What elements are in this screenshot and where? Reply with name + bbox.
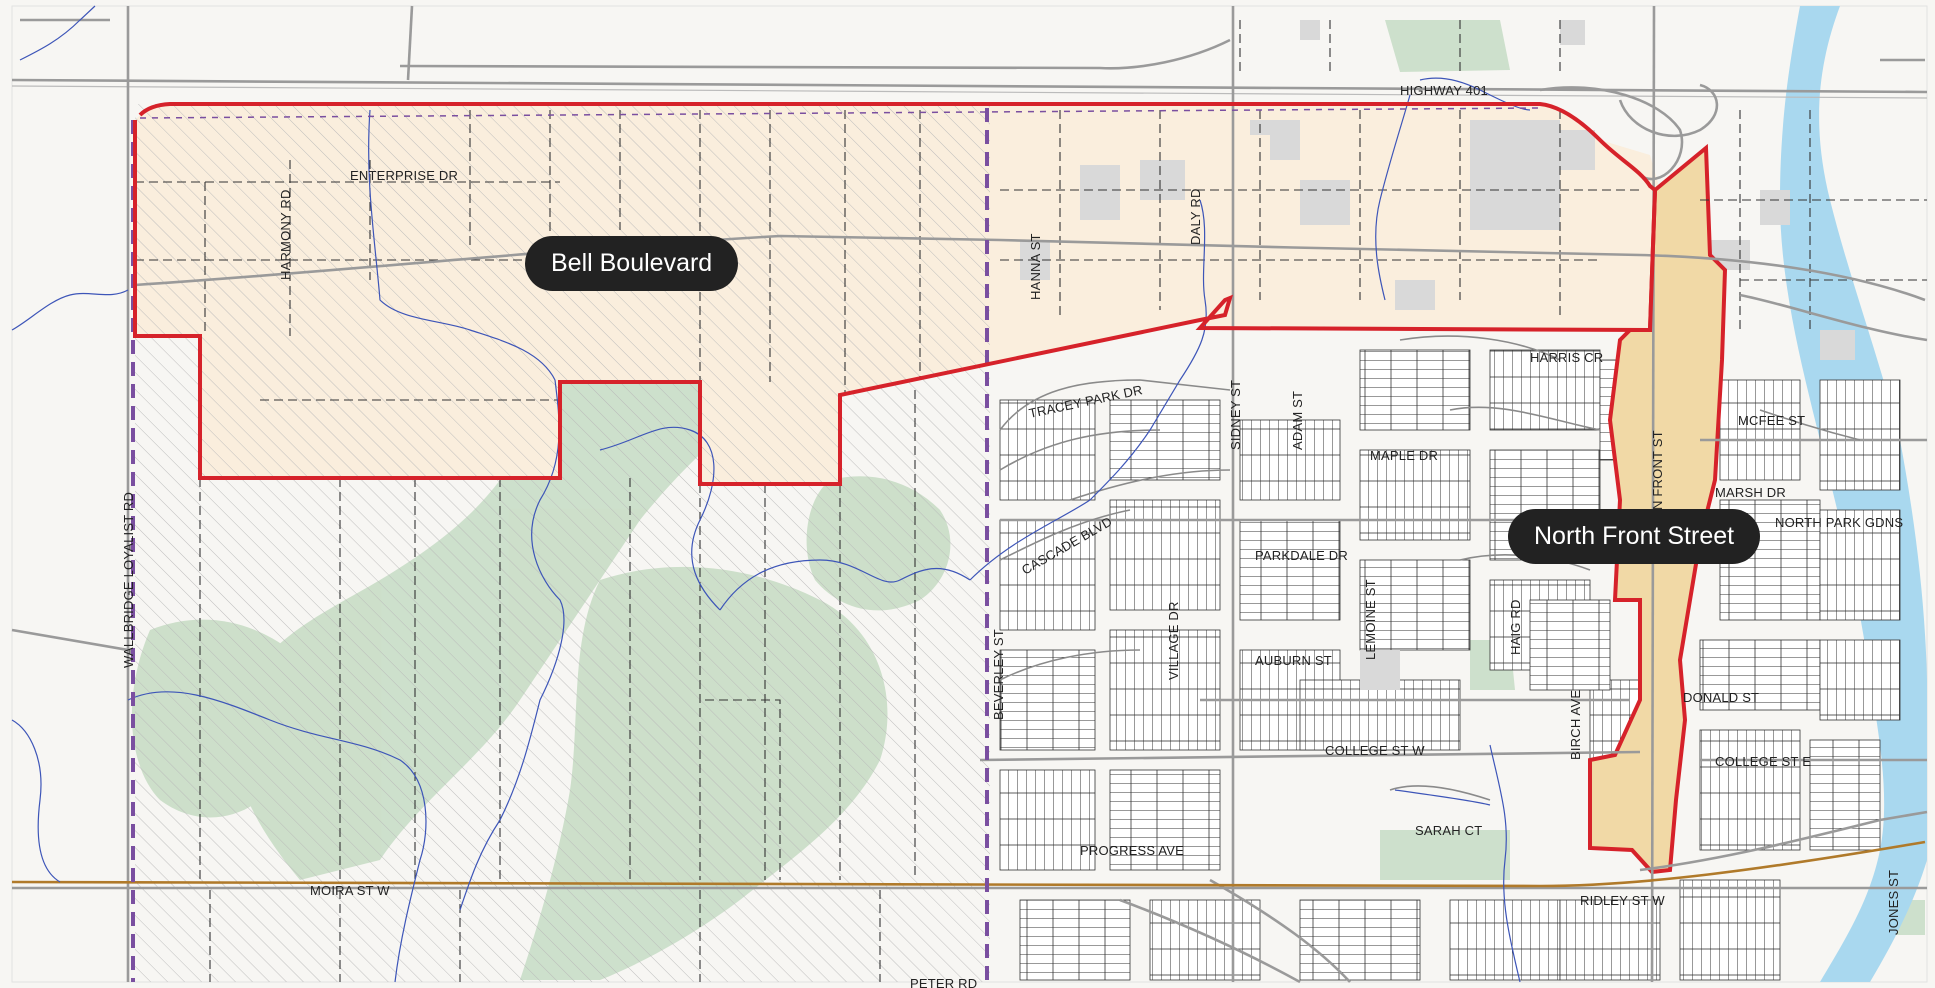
- label-harris: HARRIS CR: [1530, 350, 1603, 365]
- label-mcfee: MCFEE ST: [1738, 413, 1805, 428]
- label-haig: HAIG RD: [1508, 599, 1523, 655]
- label-hanna: HANNA ST: [1028, 233, 1043, 300]
- label-birch: BIRCH AVE: [1568, 690, 1583, 760]
- callout-bell-boulevard[interactable]: Bell Boulevard: [525, 236, 739, 291]
- label-wallbridge: WALLBRIDGE LOYALIST RD: [121, 492, 136, 668]
- label-village: VILLAGE DR: [1166, 601, 1181, 680]
- label-maple: MAPLE DR: [1370, 448, 1438, 463]
- label-marsh: MARSH DR: [1715, 485, 1786, 500]
- callout-north-front-street[interactable]: North Front Street: [1508, 509, 1761, 564]
- label-college: COLLEGE ST W: [1325, 743, 1425, 758]
- label-beverley: BEVERLEY ST: [991, 629, 1006, 720]
- label-college-e: COLLEGE ST E: [1715, 754, 1811, 769]
- label-sarah: SARAH CT: [1415, 823, 1482, 838]
- residential-blocks: [999, 349, 1901, 981]
- label-lemoine: LEMOINE ST: [1363, 579, 1378, 660]
- buildings: [1020, 20, 1855, 690]
- label-enterprise: ENTERPRISE DR: [350, 168, 458, 183]
- streams: [11, 5, 1531, 983]
- rail-line: [11, 840, 1926, 888]
- study-boundary: [133, 102, 1657, 486]
- label-sidney: SIDNEY ST: [1228, 380, 1243, 450]
- label-auburn: AUBURN ST: [1255, 653, 1332, 668]
- local-roads: [999, 335, 1861, 801]
- label-ridley: RIDLEY ST W: [1580, 893, 1665, 908]
- label-peter: PETER RD: [910, 976, 977, 988]
- label-jones: JONES ST: [1886, 870, 1901, 935]
- roads: [11, 5, 1928, 984]
- label-harmony: HARMONY RD: [278, 189, 293, 280]
- label-north-front: N FRONT ST: [1650, 430, 1665, 510]
- river: [1780, 6, 1927, 982]
- label-daly: DALY RD: [1188, 188, 1203, 245]
- label-north-park: NORTH PARK GDNS: [1775, 515, 1903, 530]
- label-moira: MOIRA ST W: [310, 883, 390, 898]
- label-highway-401: HIGHWAY 401: [1400, 83, 1488, 98]
- label-parkdale: PARKDALE DR: [1255, 548, 1348, 563]
- label-donald: DONALD ST: [1683, 690, 1759, 705]
- label-adam: ADAM ST: [1290, 391, 1305, 450]
- study-boundary-inner: [139, 107, 1541, 119]
- parcel-lines: [135, 20, 1927, 982]
- label-progress: PROGRESS AVE: [1080, 843, 1184, 858]
